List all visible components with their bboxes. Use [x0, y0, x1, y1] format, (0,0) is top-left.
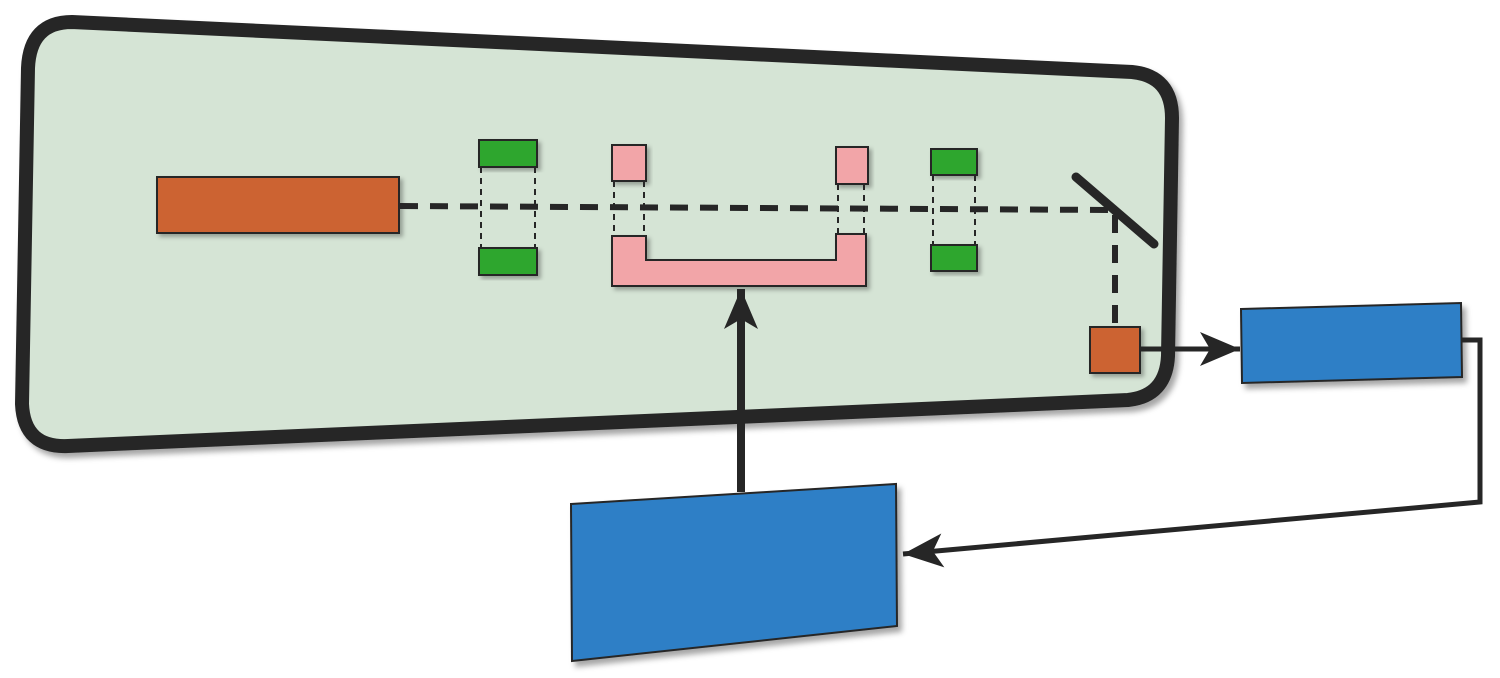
lens-top-left — [478, 139, 538, 168]
trap-electrode-top-right — [835, 146, 869, 185]
trap-electrode-top-left — [611, 144, 647, 182]
photodetector — [1089, 326, 1141, 374]
beam-mirror — [1071, 172, 1159, 249]
lens-pair-left — [478, 139, 538, 276]
trap-controller-box — [569, 482, 899, 663]
vacuum-chamber — [14, 14, 1180, 454]
lens-pair-right — [930, 148, 978, 272]
laser-beam — [399, 203, 1118, 325]
trap-electrode-u — [611, 233, 867, 287]
lens-bottom-right — [930, 244, 978, 272]
ion-trap — [611, 144, 869, 287]
lens-bottom-left — [478, 247, 538, 276]
signal-processor-box — [1239, 301, 1464, 385]
lens-top-right — [930, 148, 978, 176]
feedback-line — [902, 337, 1483, 568]
light-source-bar — [156, 176, 400, 234]
